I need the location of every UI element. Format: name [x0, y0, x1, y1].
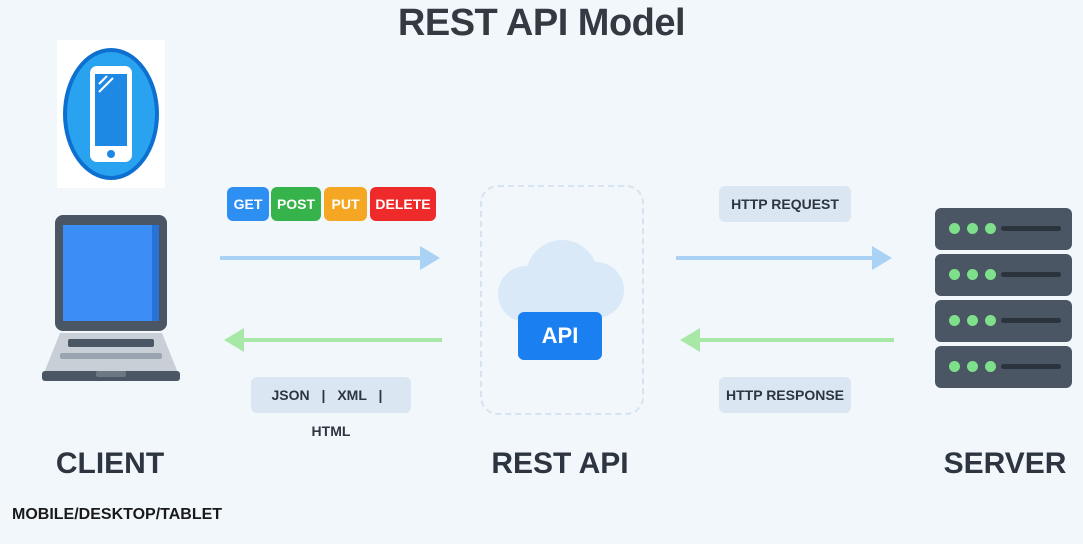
http-request-pill: HTTP REQUEST — [719, 186, 851, 222]
http-response-pill: HTTP RESPONSE — [719, 377, 851, 413]
server-unit — [935, 300, 1072, 342]
page-title: REST API Model — [397, 2, 686, 44]
mobile-icon — [57, 40, 165, 188]
method-post-badge: POST — [271, 187, 321, 221]
server-label: SERVER — [943, 447, 1067, 480]
server-unit — [935, 346, 1072, 388]
response-arrow-left — [222, 328, 444, 352]
request-arrow-right — [676, 246, 894, 270]
rest-api-box — [480, 185, 644, 415]
server-unit — [935, 208, 1072, 250]
format-separator: | — [378, 387, 383, 403]
method-get-badge: GET — [227, 187, 269, 221]
server-unit — [935, 254, 1072, 296]
client-label: CLIENT — [55, 447, 165, 480]
rest-api-label: REST API — [491, 447, 629, 480]
client-sublabel: MOBILE/DESKTOP/TABLET — [12, 506, 223, 523]
format-separator: | — [321, 387, 326, 403]
format-html: HTML — [311, 423, 351, 439]
request-arrow-left — [220, 246, 442, 270]
method-delete-badge: DELETE — [370, 187, 436, 221]
laptop-icon — [40, 213, 182, 383]
format-json: JSON — [271, 387, 310, 403]
format-xml: XML — [337, 387, 367, 403]
response-arrow-right — [678, 328, 896, 352]
method-put-badge: PUT — [324, 187, 367, 221]
api-label: API — [518, 312, 602, 360]
formats-pill: JSON | XML | HTML — [251, 377, 411, 439]
